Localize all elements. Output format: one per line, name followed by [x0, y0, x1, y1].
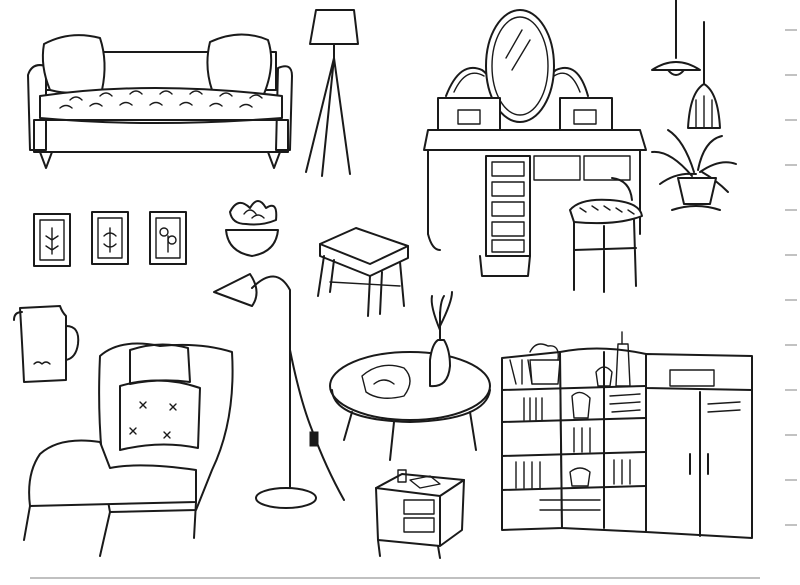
floor-lamp-icon [305, 9, 359, 177]
plant-icon [651, 129, 737, 211]
vanity-icon [423, 9, 647, 277]
table-icon [329, 351, 491, 461]
vase-icon [429, 291, 453, 388]
notebook-margin-marks [785, 29, 797, 526]
nightstand-icon [375, 469, 465, 559]
bookshelf-icon [501, 331, 753, 539]
mirror-icon [485, 9, 555, 123]
picture-frame-icon [33, 211, 187, 267]
armchair-icon [23, 342, 234, 557]
stool-icon [317, 227, 409, 317]
stool-icon [569, 177, 643, 293]
floor-lamp-icon [213, 273, 345, 509]
pitcher-icon [13, 305, 80, 383]
sofa-icon [27, 33, 293, 169]
succulent-icon [225, 200, 279, 257]
pendant-lamp-icon [651, 0, 721, 129]
